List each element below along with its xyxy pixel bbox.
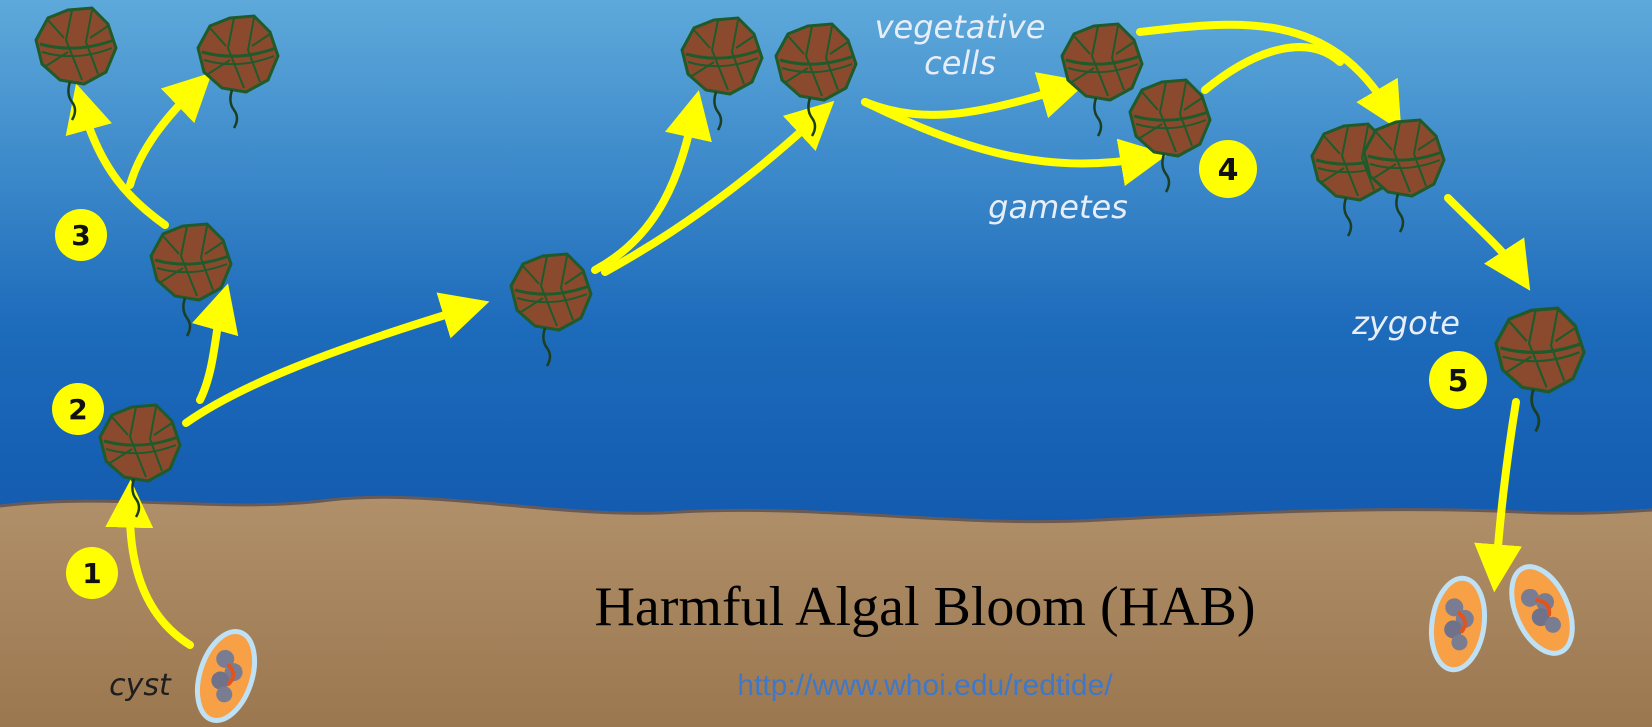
zygote-label: zygote bbox=[1351, 304, 1460, 342]
step-number-2: 2 bbox=[68, 393, 87, 426]
cells-label: cells bbox=[924, 44, 996, 82]
step-badge-1: 1 bbox=[66, 547, 118, 599]
step-badge-5: 5 bbox=[1429, 351, 1487, 409]
vegetative-label: vegetative bbox=[875, 8, 1046, 46]
step-badge-2: 2 bbox=[52, 383, 104, 435]
cyst-label: cyst bbox=[109, 668, 172, 703]
step-badge-3: 3 bbox=[55, 209, 107, 261]
step-badge-4: 4 bbox=[1199, 140, 1257, 198]
step-number-3: 3 bbox=[71, 219, 90, 252]
source-url: http://www.whoi.edu/redtide/ bbox=[737, 669, 1113, 702]
step-number-4: 4 bbox=[1218, 153, 1239, 188]
diagram-title: Harmful Algal Bloom (HAB) bbox=[594, 576, 1255, 638]
step-number-1: 1 bbox=[82, 557, 101, 590]
step-number-5: 5 bbox=[1448, 364, 1469, 399]
gametes-label: gametes bbox=[988, 188, 1128, 226]
